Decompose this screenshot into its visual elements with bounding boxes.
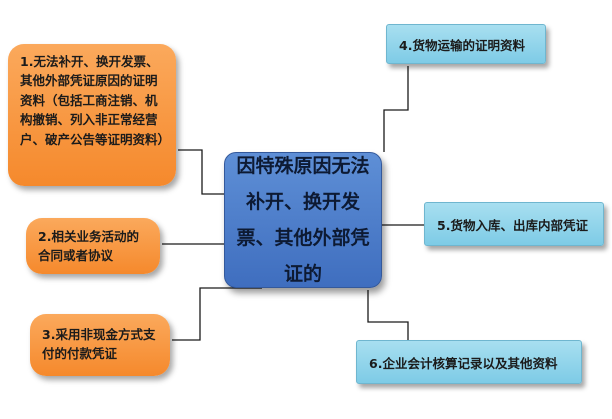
center-topic-label: 因特殊原因无法补开、换开发票、其他外部凭证的	[236, 154, 370, 286]
item-5-box: 5.货物入库、出库内部凭证	[424, 202, 604, 246]
center-topic-box: 因特殊原因无法补开、换开发票、其他外部凭证的	[224, 152, 382, 288]
item-3-label: 3.采用非现金方式支付的付款凭证	[42, 327, 156, 362]
item-4-box: 4.货物运输的证明资料	[386, 24, 546, 64]
item-5-label: 5.货物入库、出库内部凭证	[437, 217, 588, 233]
connector-item-1	[178, 149, 224, 195]
item-1-box: 1.无法补开、换开发票、其他外部凭证原因的证明资料（包括工商注销、机构撤销、列入…	[8, 44, 176, 186]
item-6-label: 6.企业会计核算记录以及其他资料	[369, 355, 558, 371]
connector-item-6	[367, 290, 409, 340]
item-6-box: 6.企业会计核算记录以及其他资料	[356, 340, 582, 384]
connector-item-4	[383, 66, 409, 152]
item-4-label: 4.货物运输的证明资料	[399, 37, 525, 53]
item-2-box: 2.相关业务活动的合同或者协议	[26, 218, 160, 274]
item-1-label: 1.无法补开、换开发票、其他外部凭证原因的证明资料（包括工商注销、机构撤销、列入…	[20, 54, 171, 147]
connector-item-3	[172, 287, 262, 341]
item-2-label: 2.相关业务活动的合同或者协议	[38, 229, 139, 264]
item-3-box: 3.采用非现金方式支付的付款凭证	[30, 314, 170, 376]
